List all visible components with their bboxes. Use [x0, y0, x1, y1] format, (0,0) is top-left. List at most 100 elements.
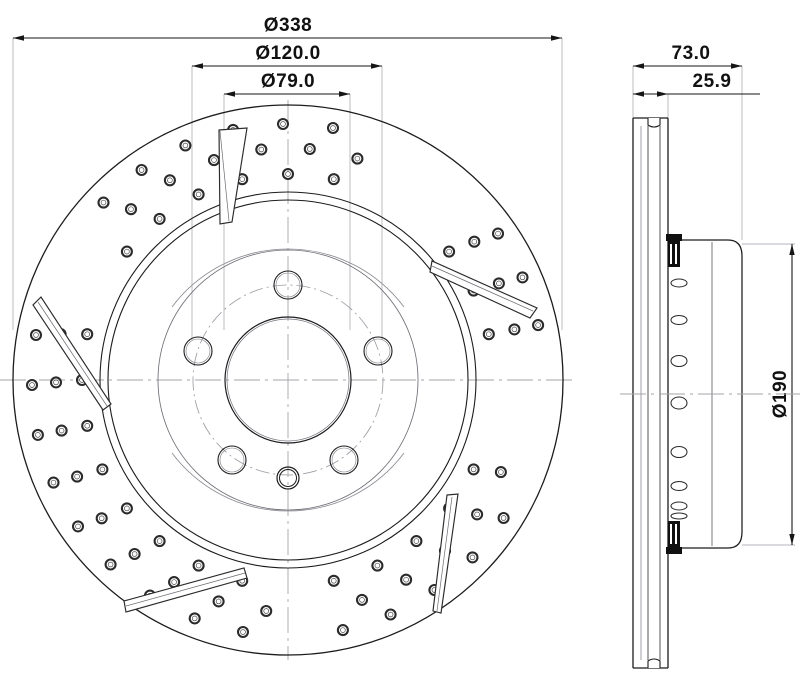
- drilled-hole: [47, 476, 60, 489]
- drilled-hole: [471, 508, 484, 521]
- drilled-hole: [25, 378, 39, 392]
- drilled-hole: [120, 245, 133, 258]
- drilled-hole: [260, 604, 273, 618]
- drilled-hole-group: [25, 117, 545, 639]
- rotor-outer-edge: [12, 104, 564, 656]
- drilled-hole: [81, 419, 94, 432]
- hub-hole: [670, 396, 688, 410]
- drilled-hole: [482, 328, 495, 341]
- drilled-hole: [153, 212, 166, 225]
- flange-block-bottom: [666, 521, 682, 554]
- center-bore: [224, 316, 352, 444]
- hub-hole: [670, 445, 688, 459]
- hub-hole: [670, 278, 688, 288]
- drilled-hole: [55, 424, 68, 437]
- drilled-hole: [188, 612, 201, 625]
- drilled-hole: [71, 470, 84, 483]
- drilled-hole: [443, 245, 456, 258]
- drilled-hole: [71, 520, 85, 533]
- friction-plate-outer: [632, 118, 649, 668]
- center-lines-front-view: [0, 100, 576, 660]
- drilled-hole: [351, 152, 364, 165]
- drilled-hole: [281, 167, 295, 181]
- drilled-hole: [466, 551, 479, 564]
- dim-label-friction-thickness: 25.9: [693, 71, 732, 92]
- slot: [429, 260, 538, 319]
- hub-hole: [670, 314, 688, 326]
- hub-hole: [670, 512, 688, 520]
- slot: [432, 493, 459, 614]
- drilled-hole: [104, 558, 117, 571]
- drilled-hole: [168, 576, 181, 589]
- drilled-hole: [212, 595, 225, 608]
- dim-label-overall-thickness: 73.0: [672, 43, 711, 64]
- drilled-hole: [120, 502, 133, 515]
- drilled-hole: [326, 121, 340, 135]
- bolt-hole: [183, 336, 213, 366]
- drilled-hole: [255, 143, 268, 156]
- drilled-hole: [467, 463, 480, 476]
- friction-plate-inner: [659, 118, 669, 668]
- friction-band-inner-edge: [99, 191, 477, 569]
- dim-label-bolt-circle: Ø120.0: [255, 43, 320, 64]
- drilled-hole: [95, 512, 108, 525]
- drilled-hole: [497, 511, 510, 525]
- drilled-hole: [207, 154, 221, 167]
- slot: [32, 296, 112, 411]
- dim-label-outer-diameter: Ø338: [264, 15, 312, 36]
- drilled-hole: [400, 573, 413, 586]
- bolt-hole: [217, 445, 247, 475]
- drilled-hole: [135, 163, 148, 177]
- bolt-hole: [329, 445, 359, 475]
- center-bore-chamfer: [226, 318, 350, 442]
- drilled-hole: [327, 574, 340, 587]
- hub-hole: [670, 501, 688, 511]
- drilled-hole: [492, 277, 505, 290]
- drilled-hole: [384, 608, 397, 621]
- side-view: [620, 117, 800, 669]
- drilled-hole: [29, 328, 43, 342]
- drilled-hole: [276, 117, 290, 131]
- drilled-hole: [355, 593, 369, 606]
- rotor-hat-outer-edge: [107, 199, 469, 561]
- drilled-hole: [516, 271, 529, 284]
- hub-hole: [670, 354, 688, 368]
- hub-face-edge: [157, 249, 419, 511]
- dimension-lines: [13, 35, 795, 545]
- drilled-hole: [163, 174, 176, 187]
- drilled-hole: [179, 139, 192, 152]
- drilled-hole: [494, 466, 507, 479]
- locating-pin-hole: [276, 466, 300, 490]
- drilled-hole: [96, 463, 109, 476]
- drilled-hole: [192, 188, 205, 201]
- drilled-hole: [236, 625, 250, 639]
- vent-opening-top: [633, 117, 668, 128]
- hub-hole: [670, 480, 688, 492]
- drilled-hole: [508, 323, 521, 336]
- slot: [123, 567, 248, 613]
- extension-lines: [12, 38, 795, 546]
- hub-hole-group: [670, 278, 688, 520]
- drilled-hole: [49, 376, 63, 389]
- drilled-hole: [371, 559, 384, 572]
- dim-label-center-bore: Ø79.0: [261, 71, 315, 92]
- drilled-hole: [410, 535, 423, 548]
- drilled-hole: [327, 173, 340, 186]
- slot: [218, 127, 248, 225]
- bolt-hole: [363, 336, 393, 366]
- drilled-hole: [97, 196, 110, 209]
- flange-block-top: [666, 234, 682, 267]
- drilled-hole: [491, 227, 505, 240]
- drilled-hole: [192, 559, 205, 572]
- drilled-hole: [81, 328, 94, 341]
- drilled-hole: [236, 173, 249, 186]
- bolt-hole: [273, 270, 303, 300]
- drilled-hole: [31, 428, 44, 441]
- vent-opening-bottom: [633, 658, 668, 669]
- bolt-circle-construction: [192, 284, 384, 476]
- slot-group: [32, 127, 538, 614]
- drilled-hole: [303, 142, 316, 156]
- drilled-hole: [468, 235, 481, 248]
- bolt-hole-group: [183, 270, 393, 475]
